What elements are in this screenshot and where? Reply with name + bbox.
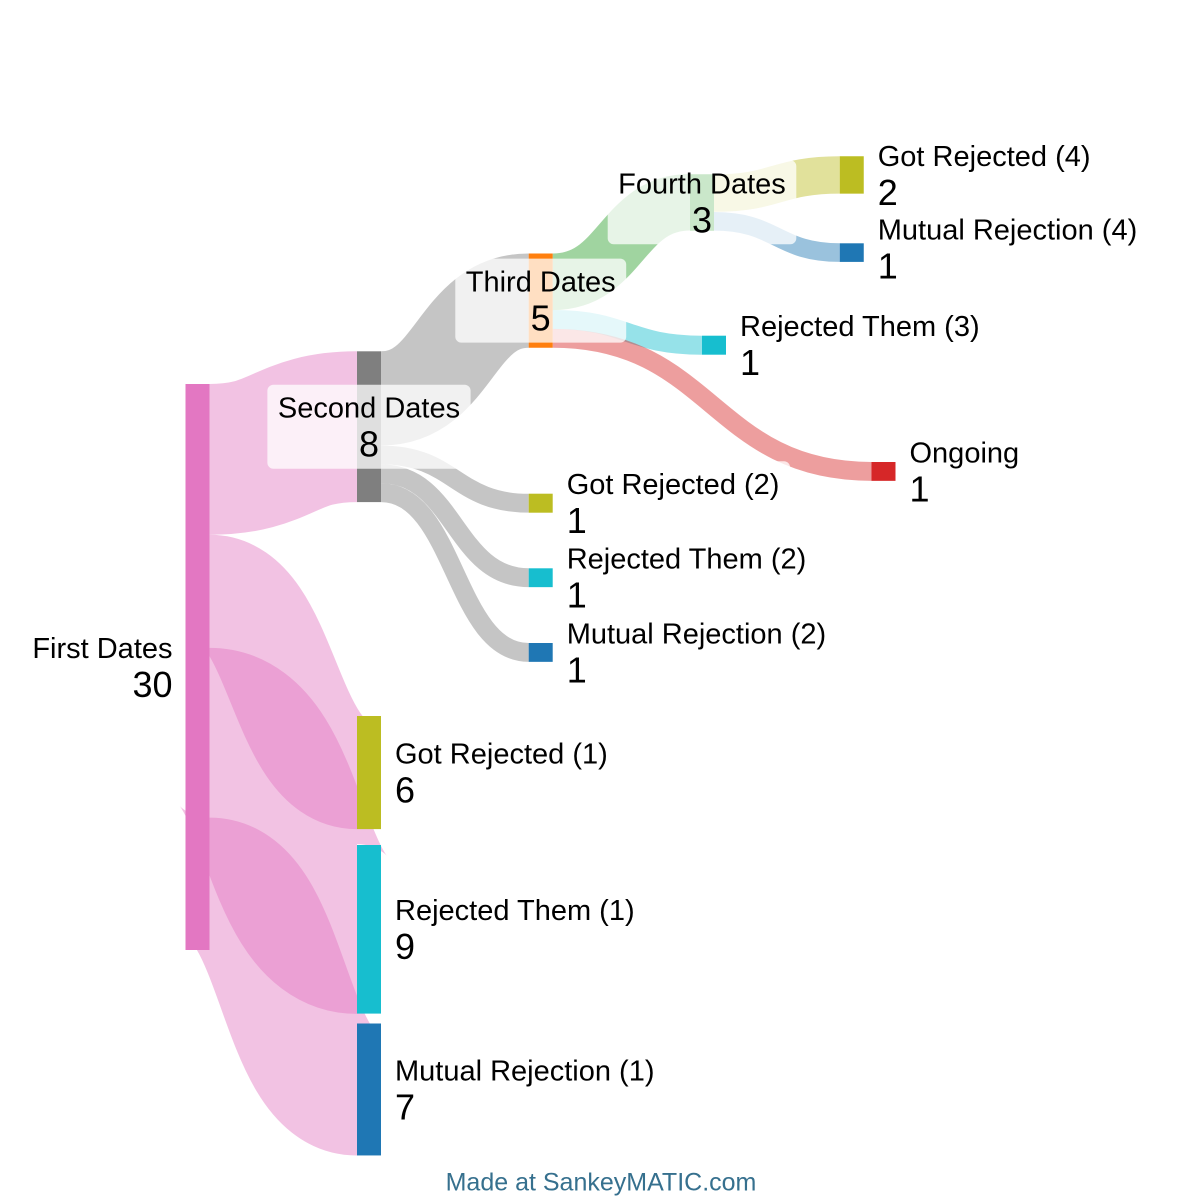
svg-text:Got Rejected (4): Got Rejected (4) xyxy=(878,141,1091,173)
svg-text:1: 1 xyxy=(567,500,587,541)
svg-text:Rejected Them (1): Rejected Them (1) xyxy=(395,895,635,927)
svg-text:Rejected Them (3): Rejected Them (3) xyxy=(740,311,980,343)
svg-text:Got Rejected (2): Got Rejected (2) xyxy=(567,469,780,501)
svg-text:Mutual Rejection (2): Mutual Rejection (2) xyxy=(567,618,827,650)
svg-text:1: 1 xyxy=(878,246,898,287)
svg-text:Got Rejected (1): Got Rejected (1) xyxy=(395,739,608,771)
svg-text:Mutual Rejection (1): Mutual Rejection (1) xyxy=(395,1056,655,1088)
svg-text:Rejected Them (2): Rejected Them (2) xyxy=(567,544,807,576)
svg-text:5: 5 xyxy=(531,298,551,339)
svg-text:3: 3 xyxy=(692,199,712,240)
svg-text:8: 8 xyxy=(359,424,379,465)
svg-text:Fourth Dates: Fourth Dates xyxy=(618,168,786,200)
svg-text:1: 1 xyxy=(740,342,760,383)
svg-text:1: 1 xyxy=(910,468,930,509)
svg-text:1: 1 xyxy=(567,575,587,616)
svg-text:2: 2 xyxy=(878,172,898,213)
svg-text:First Dates: First Dates xyxy=(32,633,172,665)
svg-text:7: 7 xyxy=(395,1087,415,1128)
svg-text:30: 30 xyxy=(132,664,172,705)
svg-text:6: 6 xyxy=(395,770,415,811)
svg-text:Second Dates: Second Dates xyxy=(278,393,460,425)
svg-text:Made at SankeyMATIC.com: Made at SankeyMATIC.com xyxy=(446,1169,757,1197)
svg-text:Third Dates: Third Dates xyxy=(466,267,616,299)
svg-text:Ongoing: Ongoing xyxy=(910,437,1020,469)
svg-text:9: 9 xyxy=(395,926,415,967)
svg-text:1: 1 xyxy=(567,649,587,690)
svg-text:Mutual Rejection (4): Mutual Rejection (4) xyxy=(878,215,1138,247)
